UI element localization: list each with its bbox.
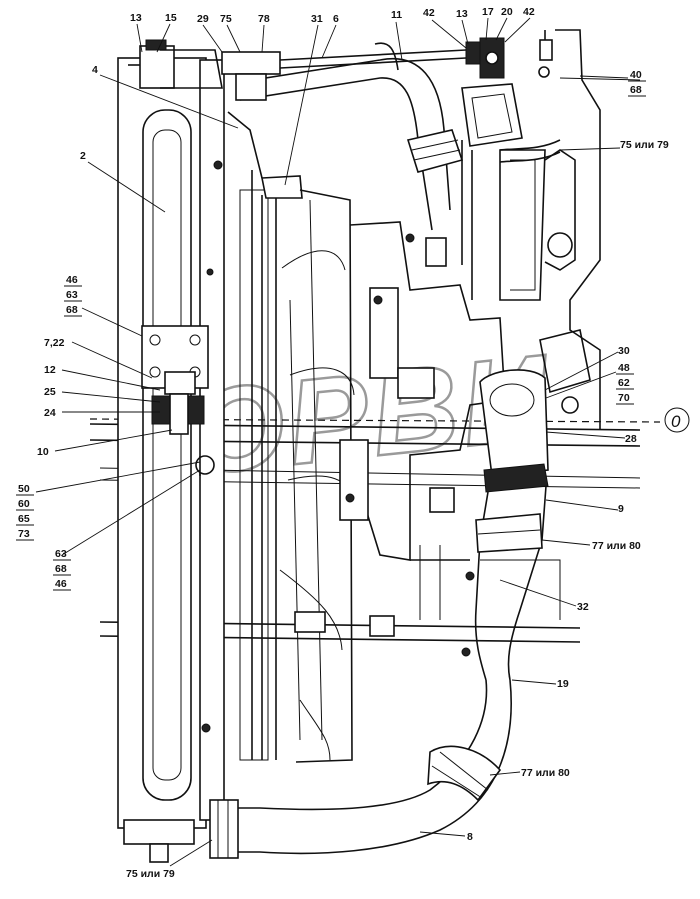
callout-6: 6 — [333, 13, 339, 25]
callout-2: 2 — [80, 150, 86, 162]
callout-75a: 75 — [220, 13, 232, 25]
callout-11: 11 — [391, 9, 402, 21]
stack-50-73-b: 60 — [18, 498, 30, 510]
callout-10: 10 — [37, 446, 49, 458]
radiator — [117, 39, 225, 863]
stack-63-68-46-c: 46 — [55, 578, 67, 590]
stack-46-63-68-b: 63 — [66, 289, 78, 301]
callout-28: 28 — [625, 433, 637, 445]
callout-75-79-bottom: 75 или 79 — [126, 868, 175, 880]
callout-13b: 13 — [456, 8, 468, 20]
stack-40-68-a: 40 — [630, 69, 642, 81]
callout-24: 24 — [44, 407, 56, 419]
engine-block — [294, 221, 561, 657]
stack-63-68-46-b: 68 — [55, 563, 67, 575]
callout-25: 25 — [44, 386, 56, 398]
callout-labels: 13 15 29 75 78 31 6 11 42 13 17 20 42 4 … — [37, 6, 669, 880]
callout-12: 12 — [44, 364, 56, 376]
tie-rod — [221, 37, 505, 101]
callout-77-80-a: 77 или 80 — [592, 540, 641, 552]
callout-30: 30 — [618, 345, 630, 357]
callout-75-79-top: 75 или 79 — [620, 139, 669, 151]
callout-31: 31 — [311, 13, 323, 25]
callout-32: 32 — [577, 601, 589, 613]
callout-29: 29 — [197, 13, 209, 25]
callout-78: 78 — [258, 13, 270, 25]
lower-radiator-hose — [209, 369, 549, 859]
upper-radiator-hose — [239, 42, 464, 231]
stack-46-63-68-c: 68 — [66, 304, 78, 316]
stacked-labels: 46 63 68 50 60 65 73 63 68 46 40 68 48 6… — [16, 69, 646, 591]
stack-50-73-a: 50 — [18, 483, 30, 495]
callout-42b: 42 — [523, 6, 535, 18]
callout-9: 9 — [618, 503, 624, 515]
callout-13a: 13 — [130, 12, 142, 24]
stack-63-68-46-a: 63 — [55, 548, 67, 560]
callout-42a: 42 — [423, 7, 435, 19]
callout-8: 8 — [467, 831, 473, 843]
stack-46-63-68-a: 46 — [66, 274, 78, 286]
stack-50-73-d: 73 — [18, 528, 30, 540]
leader-lines — [35, 17, 629, 867]
callout-15: 15 — [165, 12, 177, 24]
stack-48-62-70-c: 70 — [618, 392, 630, 404]
callout-19: 19 — [557, 678, 569, 690]
callout-20: 20 — [501, 6, 513, 18]
centerline: 0 — [89, 407, 690, 433]
centerline-marker-label: 0 — [671, 412, 681, 431]
callout-4: 4 — [92, 64, 98, 76]
stack-40-68-b: 68 — [630, 84, 642, 96]
callout-17: 17 — [482, 6, 494, 18]
stack-48-62-70-a: 48 — [618, 362, 630, 374]
callout-7-22: 7,22 — [44, 337, 65, 349]
callout-77-80-b: 77 или 80 — [521, 767, 570, 779]
stack-48-62-70-b: 62 — [618, 377, 630, 389]
gearbox-housing — [499, 29, 641, 430]
expansion-tank — [461, 83, 561, 300]
stack-50-73-c: 65 — [18, 513, 30, 525]
